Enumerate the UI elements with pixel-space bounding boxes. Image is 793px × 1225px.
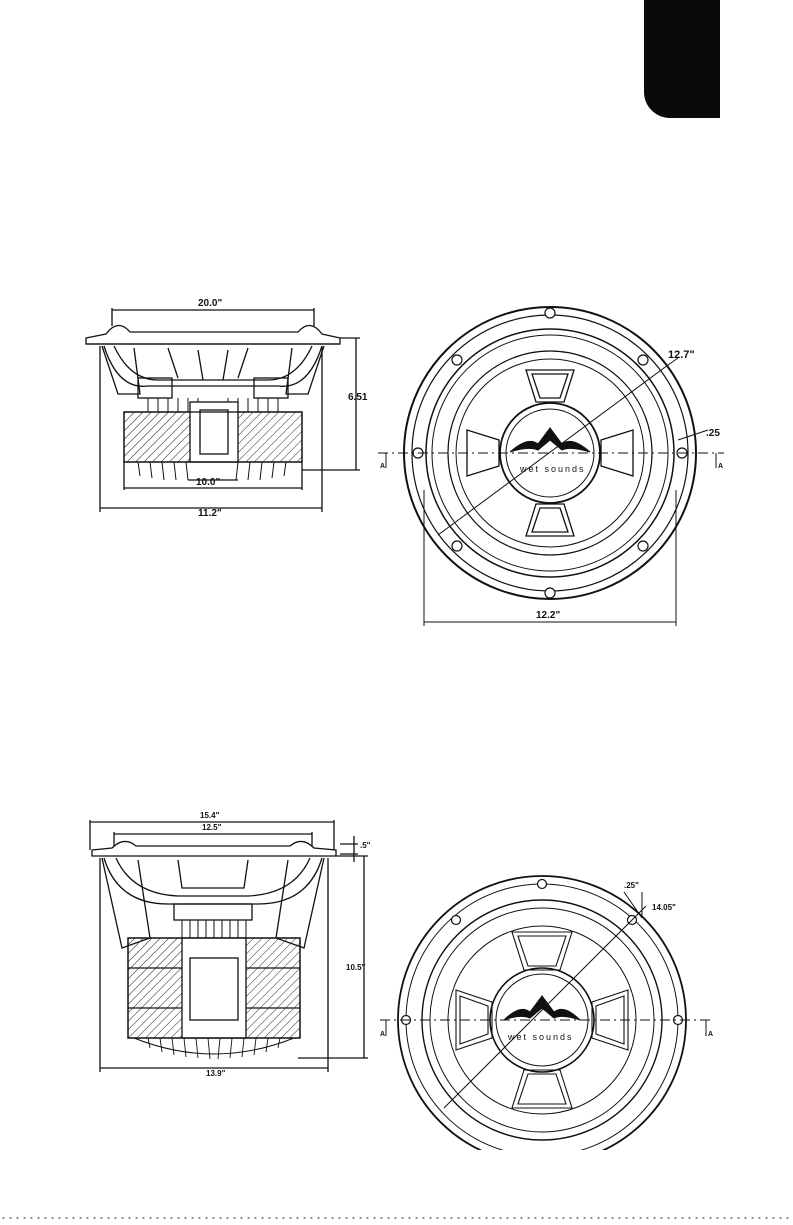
logo-text: wet sounds <box>507 1032 574 1042</box>
dim-magnet-width: 10.0" <box>196 477 220 488</box>
section-label-left: A <box>380 1031 385 1038</box>
dim-flange: .25 <box>706 428 720 439</box>
dim-flange: .25" <box>624 881 639 890</box>
speaker-2-front-view: wet sounds .25" 14.05" A A <box>380 870 720 1150</box>
dim-height: 10.5" <box>346 963 366 972</box>
logo-text: wet sounds <box>519 464 586 474</box>
dim-mounting: 12.2" <box>536 610 560 621</box>
dim-flange: .5" <box>360 841 371 850</box>
section-tab <box>644 0 720 118</box>
dim-diameter: 12.7" <box>668 349 695 361</box>
dim-overall-top: 15.4" <box>200 811 220 820</box>
dim-diameter: 14.05" <box>652 903 676 912</box>
dim-height: 6.51 <box>348 392 368 403</box>
section-label-left: A <box>380 463 385 470</box>
speaker-2-side-view: 15.4" 12.5" .5" 10.5" 13.9" <box>78 808 388 1078</box>
dim-overall-top: 20.0" <box>198 298 222 309</box>
speaker-1-front-view: wet sounds 12.7" .25 12.2" A A <box>378 290 728 630</box>
dotted-border <box>0 1216 793 1220</box>
dim-inner-top: 12.5" <box>202 823 222 832</box>
section-label-right: A <box>708 1031 713 1038</box>
dim-overall-bottom: 11.2" <box>198 508 222 519</box>
section-label-right: A <box>718 463 723 470</box>
speaker-1-side-view: 20.0" 6.51 10.0" 11.2" <box>78 290 378 520</box>
dim-bottom: 13.9" <box>206 1069 226 1078</box>
